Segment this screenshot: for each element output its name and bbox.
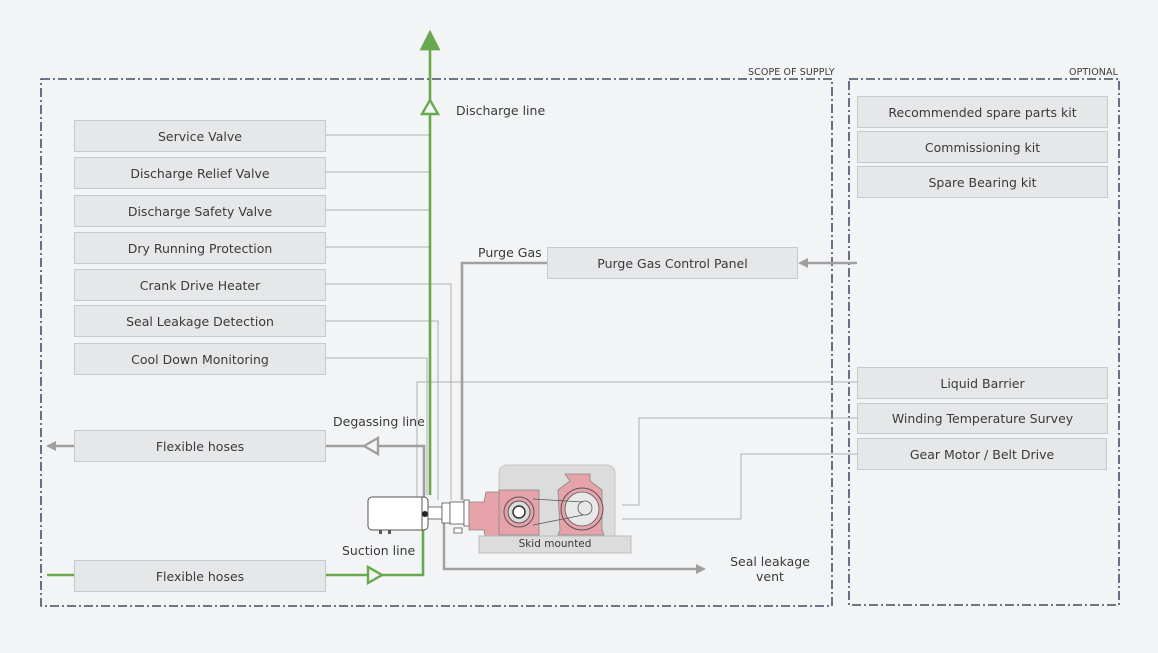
suction-line-label: Suction line [342, 543, 416, 558]
seal-leakage-vent-label-line1: Seal leakage [730, 554, 810, 569]
optional-gear-motor-belt-drive[interactable]: Gear Motor / Belt Drive [857, 438, 1107, 470]
optional-commissioning-kit[interactable]: Commissioning kit [857, 131, 1108, 163]
purge-gas-arrow-icon [798, 258, 808, 268]
pipe-connector [427, 499, 470, 534]
scope-of-supply-border [40, 78, 833, 607]
optional-winding-temperature-survey[interactable]: Winding Temperature Survey [857, 403, 1108, 434]
component-discharge-safety-valve[interactable]: Discharge Safety Valve [74, 195, 326, 227]
signal-lines [326, 134, 857, 520]
component-discharge-relief-valve[interactable]: Discharge Relief Valve [74, 157, 326, 189]
discharge-line-label: Discharge line [456, 103, 546, 118]
optional-recommended-spare-parts-kit[interactable]: Recommended spare parts kit [857, 96, 1108, 128]
skid-mounted-label: Skid mounted [518, 538, 592, 550]
skid-pump-assembly [468, 464, 632, 554]
optional-border [848, 78, 1120, 606]
degassing-flow-triangle [361, 435, 380, 457]
component-dry-running-protection[interactable]: Dry Running Protection [74, 232, 326, 264]
component-seal-leakage-detection[interactable]: Seal Leakage Detection [74, 305, 326, 337]
component-crank-drive-heater[interactable]: Crank Drive Heater [74, 269, 326, 301]
seal-leakage-vent-label-line2: vent [756, 569, 784, 584]
scope-of-supply-title: SCOPE OF SUPPLY [748, 67, 835, 78]
flexible-hoses-suction[interactable]: Flexible hoses [74, 560, 326, 592]
optional-spare-bearing-kit[interactable]: Spare Bearing kit [857, 166, 1108, 198]
flexible-hoses-degassing[interactable]: Flexible hoses [74, 430, 326, 462]
seal-leakage-vent-line [442, 515, 698, 571]
purge-gas-line [460, 261, 548, 500]
degassing-line-label: Degassing line [333, 414, 425, 429]
suction-flow-triangle [366, 564, 385, 586]
purge-gas-label: Purge Gas [478, 245, 542, 260]
purge-gas-control-panel[interactable]: Purge Gas Control Panel [547, 247, 798, 279]
degassing-arrow-icon [46, 441, 56, 451]
seal-vent-arrow-icon [696, 564, 706, 574]
seal-leakage-vent-label: Seal leakage vent [727, 554, 813, 584]
degassing-vessel [367, 496, 429, 534]
component-cool-down-monitoring[interactable]: Cool Down Monitoring [74, 343, 326, 375]
optional-title: OPTIONAL [1069, 67, 1118, 78]
optional-liquid-barrier[interactable]: Liquid Barrier [857, 367, 1108, 399]
discharge-flow-triangle [419, 97, 441, 116]
component-service-valve[interactable]: Service Valve [74, 120, 326, 152]
